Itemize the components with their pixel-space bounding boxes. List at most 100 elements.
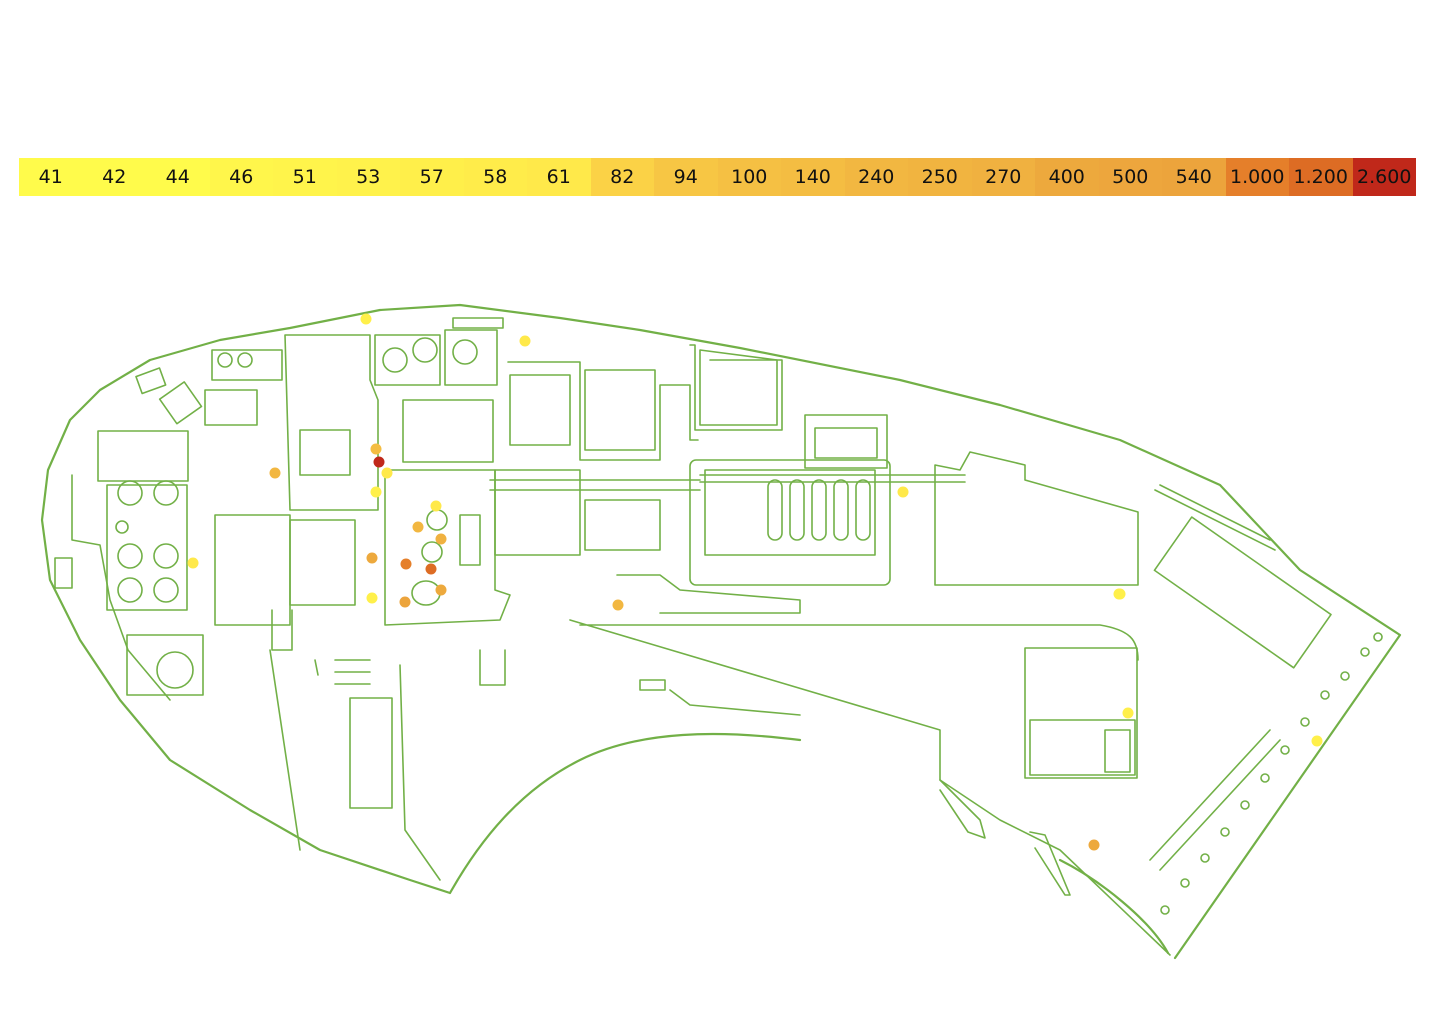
tank-block-c-icon	[452, 339, 478, 365]
measurement-point[interactable]	[370, 443, 382, 455]
tank-block-a-icon	[382, 347, 408, 373]
legend-cell: 1.200	[1289, 158, 1353, 196]
measurement-point[interactable]	[187, 557, 199, 569]
legend-cell: 500	[1098, 158, 1162, 196]
measurement-point[interactable]	[435, 584, 447, 596]
legend-cell: 42	[82, 158, 146, 196]
central-block-2	[214, 514, 291, 626]
measurement-point[interactable]	[897, 486, 909, 498]
se-jetty-lines	[1149, 729, 1281, 871]
legend-cell: 400	[1035, 158, 1099, 196]
legend-cell: 540	[1162, 158, 1226, 196]
se-arrow	[1029, 831, 1071, 896]
pipe-block-b	[584, 499, 661, 551]
south-jetty-ladders	[314, 659, 371, 685]
east-rect-inner	[814, 427, 878, 459]
legend-cell: 94	[654, 158, 718, 196]
legend-cell: 82	[590, 158, 654, 196]
central-block-1	[284, 334, 379, 511]
north-strip	[452, 317, 504, 329]
south-pier-building	[349, 697, 393, 809]
processing-unit-b	[584, 369, 656, 451]
west-box	[54, 557, 73, 589]
tank-3-icon	[117, 543, 143, 569]
measurement-point[interactable]	[370, 486, 382, 498]
legend-cell: 44	[146, 158, 210, 196]
measurement-point[interactable]	[519, 335, 531, 347]
se-unit	[1104, 729, 1131, 773]
south-dock-fingers	[639, 679, 801, 716]
measurement-point[interactable]	[399, 596, 411, 608]
measurement-point[interactable]	[1122, 707, 1134, 719]
measurement-point[interactable]	[435, 533, 447, 545]
tank-4-icon	[153, 543, 179, 569]
tank-block-b-icon	[412, 337, 438, 363]
central-unit-a	[299, 429, 351, 476]
east-quay-block	[1153, 516, 1332, 669]
measurement-point[interactable]	[366, 552, 378, 564]
main-road	[569, 619, 1171, 956]
measurement-point[interactable]	[360, 313, 372, 325]
tank-farm	[689, 459, 891, 586]
north-tank-a-icon	[217, 352, 233, 368]
tank-2-icon	[153, 480, 179, 506]
measurement-point[interactable]	[412, 521, 424, 533]
measurement-point[interactable]	[366, 592, 378, 604]
pipe-corridor	[489, 474, 966, 491]
legend-cell: 240	[844, 158, 908, 196]
tank-farm-inner	[704, 469, 876, 556]
west-harbour	[71, 474, 171, 701]
north-wall	[689, 344, 783, 431]
tank-block	[374, 334, 441, 386]
small-tank-icon	[115, 520, 129, 534]
legend-cell: 2.600	[1352, 158, 1416, 196]
legend-cell: 140	[781, 158, 845, 196]
pipe-block-a	[494, 469, 581, 556]
shoreline-bollards	[1160, 632, 1383, 915]
measurement-point[interactable]	[1113, 588, 1125, 600]
measurement-point[interactable]	[400, 558, 412, 570]
west-tank-yard	[106, 484, 188, 611]
legend-cell: 1.000	[1225, 158, 1289, 196]
measurement-point[interactable]	[373, 456, 385, 468]
legend-cell: 250	[908, 158, 972, 196]
tank-5-icon	[117, 577, 143, 603]
processing-unit-a	[509, 374, 571, 446]
road-branch	[616, 574, 801, 614]
south-quay	[269, 649, 506, 881]
measurement-point[interactable]	[425, 563, 437, 575]
east-rect	[804, 414, 888, 469]
legend-cell: 270	[971, 158, 1035, 196]
measurement-point[interactable]	[612, 599, 624, 611]
north-tank-b-icon	[237, 352, 253, 368]
measurement-point[interactable]	[430, 500, 442, 512]
measurement-point[interactable]	[1311, 735, 1323, 747]
legend-cell: 58	[463, 158, 527, 196]
plant-tank-c-icon	[411, 580, 441, 606]
measurement-point[interactable]	[269, 467, 281, 479]
sw-arrow	[939, 779, 986, 839]
measurement-point[interactable]	[381, 467, 393, 479]
north-building-a	[204, 389, 258, 426]
plant-tank-b-icon	[421, 541, 443, 563]
tank-1-icon	[117, 480, 143, 506]
mid-block	[402, 399, 494, 463]
central-block-3	[289, 519, 356, 606]
tank-block-2	[444, 329, 498, 386]
processing-block	[507, 361, 699, 461]
legend-cell: 41	[19, 158, 83, 196]
legend-cell: 51	[273, 158, 337, 196]
island-outline	[40, 303, 1402, 960]
legend-cell: 100	[717, 158, 781, 196]
legend-cell: 46	[209, 158, 273, 196]
measurement-points	[187, 313, 1323, 851]
plant-tank-a-icon	[426, 509, 448, 531]
tank-6-icon	[153, 577, 179, 603]
central-connector	[271, 609, 293, 651]
se-compound-inner	[1029, 719, 1136, 776]
measurement-point[interactable]	[1088, 839, 1100, 851]
se-compound	[1024, 647, 1138, 779]
